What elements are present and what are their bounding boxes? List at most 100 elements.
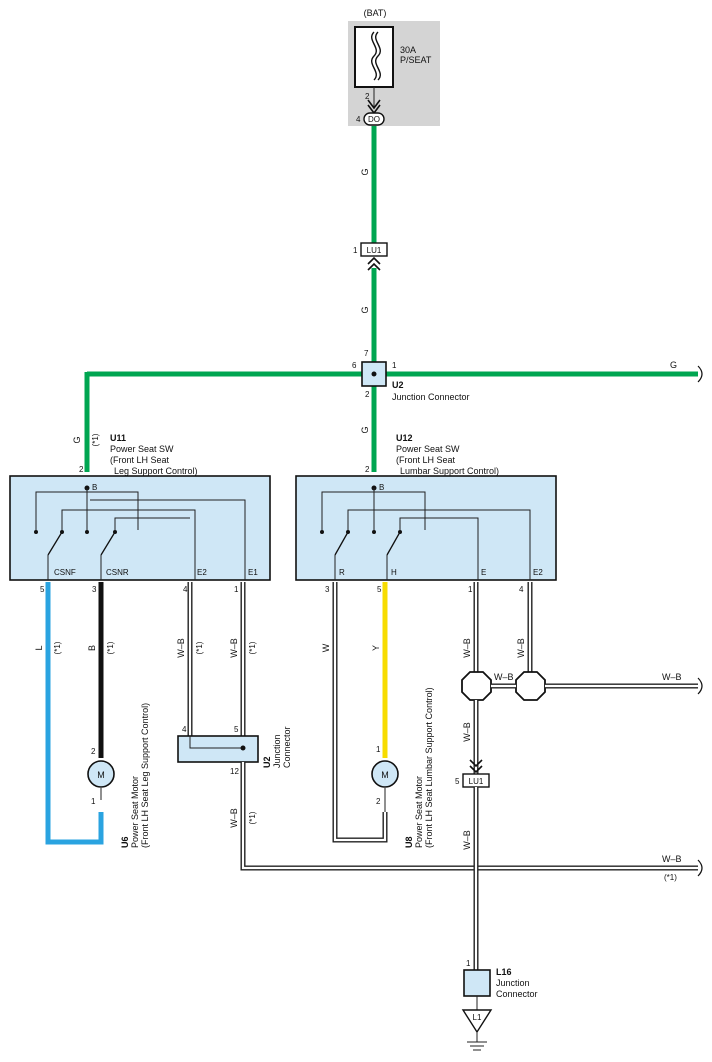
lj-pin-b: 5 bbox=[234, 725, 239, 734]
wire-code-wb-bottom: W–B bbox=[462, 830, 472, 850]
l16-id: L16 bbox=[496, 967, 512, 977]
fuse-pin-out: 2 bbox=[365, 92, 370, 101]
u12-id: U12 bbox=[396, 433, 413, 443]
do-pin: 4 bbox=[356, 115, 361, 124]
u8-title: Power Seat Motor bbox=[414, 776, 424, 848]
u2-pin-right: 1 bbox=[392, 361, 397, 370]
u11-switch-box bbox=[9, 475, 271, 581]
wire-code-wb-right-upper: W–B bbox=[662, 672, 682, 682]
u12-pin-in: 2 bbox=[365, 465, 370, 474]
u11-title-3: Leg Support Control) bbox=[114, 466, 198, 476]
u12-switch-box bbox=[295, 475, 557, 581]
note-b: (*1) bbox=[106, 641, 115, 654]
u6-title: Power Seat Motor bbox=[130, 776, 140, 848]
u12-terminal-r: R bbox=[339, 568, 345, 577]
u8-id: U8 bbox=[404, 836, 414, 848]
u11-terminal-e2: E2 bbox=[197, 568, 207, 577]
do-label: DO bbox=[368, 115, 380, 124]
l16-junction-connector bbox=[463, 969, 491, 997]
wire-code-l: L bbox=[34, 645, 44, 650]
u12-pin-e2: 4 bbox=[519, 585, 524, 594]
wire-code-wb-e2: W–B bbox=[176, 638, 186, 658]
u11-title-2: (Front LH Seat bbox=[110, 455, 170, 465]
u2-title: Junction Connector bbox=[392, 392, 470, 402]
u8-pin-top: 1 bbox=[376, 745, 381, 754]
note-l: (*1) bbox=[53, 641, 62, 654]
u8-subtitle: (Front LH Seat Lumbar Support Control) bbox=[424, 687, 434, 848]
battery-label: (BAT) bbox=[364, 8, 387, 18]
wire-code-wb-right-lower: W–B bbox=[662, 854, 682, 864]
u12-terminal-h: H bbox=[391, 568, 397, 577]
wire-code-wb-e: W–B bbox=[462, 638, 472, 658]
u8-motor-icon bbox=[371, 760, 399, 788]
note-wb-right-lower: (*1) bbox=[664, 873, 677, 882]
wire-code-g-3: G bbox=[360, 426, 370, 433]
lu1-top-label: LU1 bbox=[367, 246, 382, 255]
u12-pin-r: 3 bbox=[325, 585, 330, 594]
u11-pin-in: 2 bbox=[79, 465, 84, 474]
wire-code-wb-lower: W–B bbox=[229, 808, 239, 828]
u2-pin-bottom: 2 bbox=[365, 390, 370, 399]
u6-motor-icon bbox=[87, 760, 115, 788]
lj-title-1: Junction bbox=[272, 734, 282, 768]
u12-title-1: Power Seat SW bbox=[396, 444, 460, 454]
note-wb-lower: (*1) bbox=[248, 811, 257, 824]
u11-terminal-b: B bbox=[92, 483, 97, 492]
u12-title-2: (Front LH Seat bbox=[396, 455, 456, 465]
u6-pin-bottom: 1 bbox=[91, 797, 96, 806]
u8-pin-bottom: 2 bbox=[376, 797, 381, 806]
l16-pin: 1 bbox=[466, 959, 471, 968]
u11-terminal-e1: E1 bbox=[248, 568, 258, 577]
wire-code-g-left: G bbox=[72, 436, 82, 443]
wire-code-wb-splice: W–B bbox=[494, 672, 514, 682]
u6-pin-top: 2 bbox=[91, 747, 96, 756]
wire-code-b: B bbox=[87, 645, 97, 651]
u6-subtitle: (Front LH Seat Leg Support Control) bbox=[140, 703, 150, 848]
u11-title-1: Power Seat SW bbox=[110, 444, 174, 454]
lu1-bottom-chevron-icon bbox=[469, 759, 483, 774]
u12-title-3: Lumbar Support Control) bbox=[400, 466, 499, 476]
splice-point-2 bbox=[515, 671, 546, 701]
u11-terminal-csnf: CSNF bbox=[54, 568, 76, 577]
lu1-top-connector bbox=[360, 242, 388, 257]
u12-terminal-e2: E2 bbox=[533, 568, 543, 577]
wire-code-wb-mid: W–B bbox=[462, 722, 472, 742]
lu1-top-pin: 1 bbox=[353, 246, 358, 255]
lu1-top-chevron-icon bbox=[367, 256, 381, 271]
wire-code-wb-e1: W–B bbox=[229, 638, 239, 658]
u2-junction bbox=[361, 361, 387, 387]
wire-l bbox=[45, 582, 104, 845]
fuse-name: P/SEAT bbox=[400, 55, 432, 65]
u11-pin-csnf: 5 bbox=[40, 585, 45, 594]
u2-pin-top: 7 bbox=[364, 349, 369, 358]
u12-switch-contacts bbox=[320, 530, 402, 580]
u12-terminal-b: B bbox=[379, 483, 384, 492]
wire-code-g-1: G bbox=[360, 168, 370, 175]
u12-pin-e: 1 bbox=[468, 585, 473, 594]
lj-id: U2 bbox=[262, 756, 272, 768]
wire-code-g-bus: G bbox=[670, 360, 677, 370]
wire-code-g-2: G bbox=[360, 306, 370, 313]
u11-pin-e2: 4 bbox=[183, 585, 188, 594]
u11-id: U11 bbox=[110, 433, 126, 443]
u11-pin-e1: 1 bbox=[234, 585, 239, 594]
ground-icon bbox=[467, 1032, 487, 1051]
lu1-bottom-label: LU1 bbox=[469, 777, 484, 786]
note-wb-e1: (*1) bbox=[248, 641, 257, 654]
l16-title-2: Connector bbox=[496, 989, 538, 999]
ground-label: L1 bbox=[473, 1013, 482, 1022]
u8-motor-symbol: M bbox=[381, 770, 389, 780]
lj-pin-a: 4 bbox=[182, 725, 187, 734]
u11-pin-csnr: 3 bbox=[92, 585, 97, 594]
l16-title-1: Junction bbox=[496, 978, 530, 988]
u11-switch-contacts bbox=[34, 530, 117, 580]
splice-point-1 bbox=[461, 671, 492, 701]
u2-id: U2 bbox=[392, 380, 404, 390]
u12-terminal-e: E bbox=[481, 568, 486, 577]
u6-id: U6 bbox=[120, 836, 130, 848]
note-g-left: (*1) bbox=[91, 433, 100, 446]
wire-code-y: Y bbox=[371, 645, 381, 651]
wire-code-w: W bbox=[321, 643, 331, 652]
u12-pin-h: 5 bbox=[377, 585, 382, 594]
